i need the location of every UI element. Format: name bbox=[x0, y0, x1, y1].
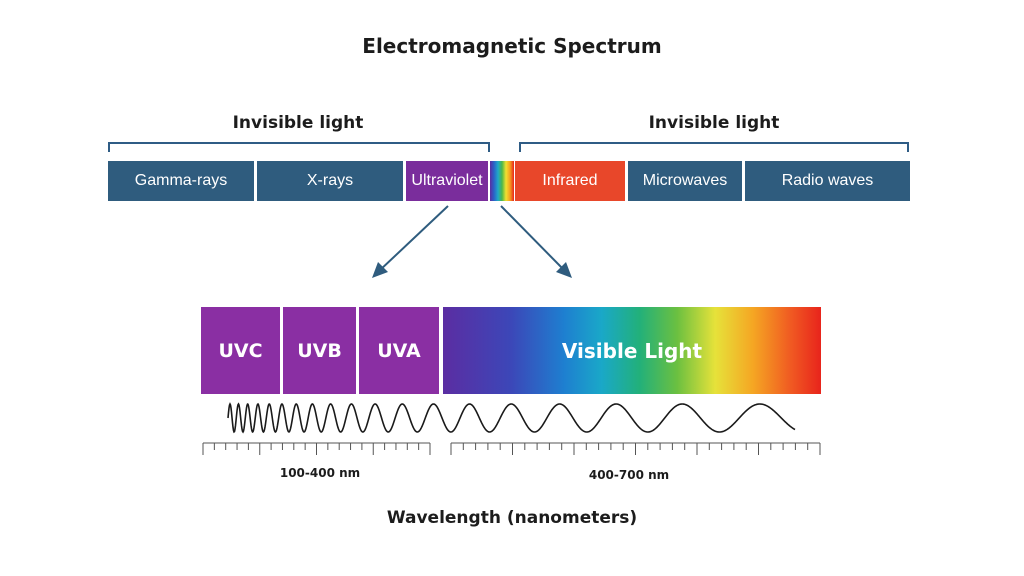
diagram-title: Electromagnetic Spectrum bbox=[362, 34, 662, 58]
band-uva: UVA bbox=[359, 307, 439, 394]
visible-strip bbox=[490, 161, 514, 201]
axis-title: Wavelength (nanometers) bbox=[386, 508, 638, 528]
arrow-to-uv-head bbox=[372, 262, 388, 278]
band-uvc: UVC bbox=[201, 307, 280, 394]
band-ultraviolet: Ultraviolet bbox=[406, 161, 488, 201]
band-gamma-rays: Gamma-rays bbox=[108, 161, 254, 201]
band-x-rays: X-rays bbox=[257, 161, 403, 201]
left-invisible-light-label: Invisible light bbox=[232, 113, 364, 133]
arrow-to-visible-head bbox=[556, 262, 572, 278]
right-invisible-light-label: Invisible light bbox=[648, 113, 780, 133]
band-visible-light: Visible Light bbox=[443, 307, 821, 394]
band-microwaves: Microwaves bbox=[628, 161, 742, 201]
wave-path bbox=[227, 402, 796, 434]
arrow-to-uv bbox=[377, 205, 449, 273]
visible-range-label: 400-700 nm bbox=[588, 468, 670, 482]
left-invisible-bracket bbox=[108, 142, 490, 152]
band-uvb: UVB bbox=[283, 307, 356, 394]
uv-range-label: 100-400 nm bbox=[279, 466, 361, 480]
band-radio-waves: Radio waves bbox=[745, 161, 910, 201]
right-invisible-bracket bbox=[519, 142, 909, 152]
arrow-to-visible bbox=[500, 205, 567, 273]
band-infrared: Infrared bbox=[515, 161, 625, 201]
